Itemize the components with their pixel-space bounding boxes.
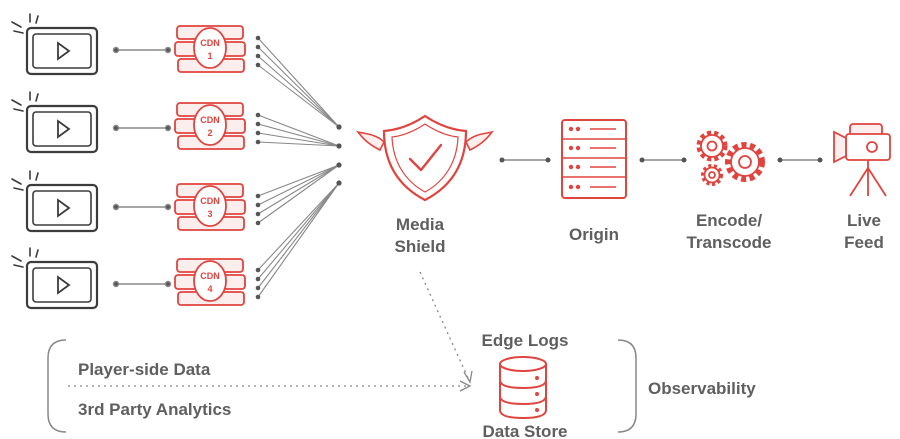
play-icon: [57, 198, 71, 218]
live-feed-label-line1: Live: [847, 211, 881, 230]
player-device-4: [11, 247, 99, 310]
player-device-3: [11, 170, 99, 233]
database-icon: [499, 356, 547, 420]
alert-rays-icon: [11, 247, 39, 268]
cdn-shield-fan-lines: [257, 37, 340, 298]
observability-label: Observability: [648, 379, 756, 398]
live-feed-label-line2: Feed: [844, 233, 884, 252]
fan-line-dots: [255, 35, 342, 300]
cdn-server-4: CDN 4: [174, 258, 246, 306]
encode-label-line2: Transcode: [686, 233, 771, 252]
dotted-arrowhead: [459, 380, 472, 392]
player-device-1: [11, 13, 99, 76]
cdn-label: CDN: [200, 271, 220, 281]
dotted-arrowhead: [463, 370, 473, 384]
alert-rays-icon: [11, 91, 39, 112]
origin-server-icon: [561, 119, 627, 199]
cdn-server-2: CDN 2: [174, 102, 246, 150]
play-icon: [57, 275, 71, 295]
cdn-number: 1: [207, 51, 212, 61]
play-icon: [57, 41, 71, 61]
device-cdn-connectors: [112, 46, 172, 288]
origin-label: Origin: [569, 225, 619, 244]
encode-feed-connector: [777, 157, 823, 163]
media-shield-icon: [356, 114, 494, 202]
media-shield-label-line2: Shield: [394, 237, 445, 256]
play-icon: [57, 119, 71, 139]
video-camera-icon: [833, 123, 891, 197]
gears-icon: [696, 130, 765, 186]
data-store-label: Data Store: [482, 422, 567, 439]
player-side-data-label: Player-side Data: [78, 360, 211, 379]
edge-logs-label: Edge Logs: [482, 331, 569, 350]
cdn-server-1: CDN 1: [174, 25, 246, 73]
player-device-2: [11, 91, 99, 154]
cdn-server-3: CDN 3: [174, 183, 246, 231]
cdn-label: CDN: [200, 196, 220, 206]
third-party-analytics-label: 3rd Party Analytics: [78, 400, 231, 419]
shield-to-store-dotted-line: [419, 271, 469, 379]
cdn-number: 3: [207, 209, 212, 219]
origin-encode-connector: [639, 157, 687, 163]
cdn-number: 2: [207, 128, 212, 138]
encode-label-line1: Encode/: [696, 211, 762, 230]
right-brace: [617, 339, 637, 433]
checkmark-icon: [408, 143, 443, 172]
cdn-number: 4: [207, 284, 212, 294]
media-shield-label-line1: Media: [396, 215, 445, 234]
left-brace: [47, 339, 67, 433]
cdn-label: CDN: [200, 38, 220, 48]
alert-rays-icon: [11, 170, 39, 191]
alert-rays-icon: [11, 13, 39, 34]
cdn-label: CDN: [200, 115, 220, 125]
shield-origin-connector: [499, 157, 551, 163]
